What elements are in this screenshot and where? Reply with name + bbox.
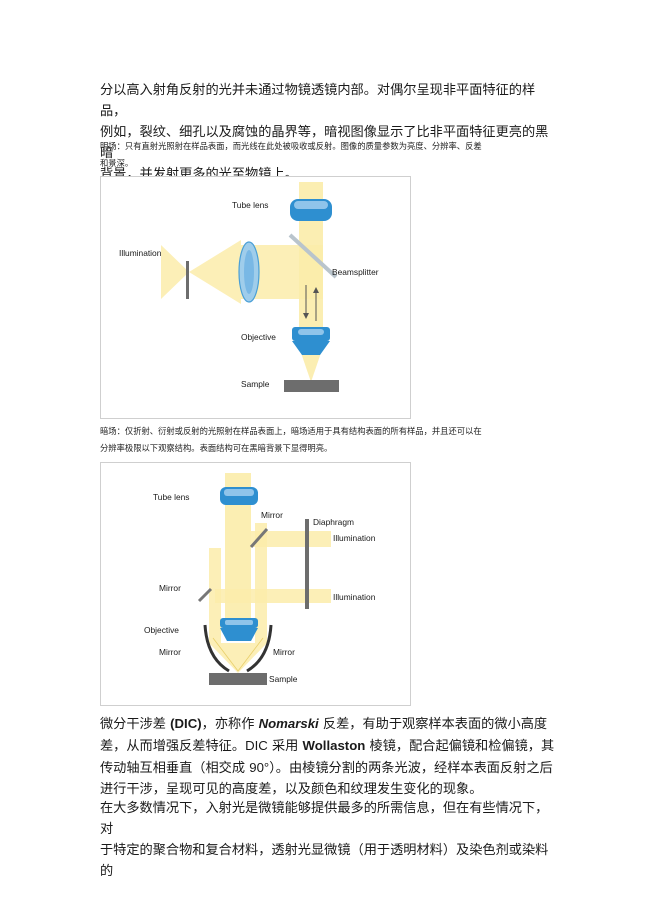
darkfield-diagram: Tube lens Mirror Diaphragm Illumination … (100, 462, 411, 706)
beam-arrow (313, 287, 319, 293)
nomarski-term: Nomarski (258, 716, 319, 731)
converging-beam (299, 347, 323, 382)
dic-text: 采用 (267, 739, 303, 754)
curved-mirror-left (203, 624, 230, 673)
illumination-beam (215, 589, 331, 603)
intro-line: 分以高入射角反射的光并未通过物镜透镜内部。对偶尔呈现非平面特征的样品， (100, 83, 536, 119)
dic-text: 差，从而增强反差特征。 (100, 739, 246, 754)
darkfield-note: 暗场：仅折射、衍射或反射的光照射在样品表面上，暗场适用于具有结构表面的所有样品，… (100, 423, 555, 456)
objective-lens (220, 628, 258, 641)
ring-beam (255, 523, 267, 643)
dic-text: 进行干涉，呈现可见的高度差，以及颜色和纹理发生变化的现象。 (100, 782, 483, 797)
beamsplitter-plate (288, 233, 338, 279)
sample-label: Sample (269, 674, 298, 684)
dic-text: ，亦称作 (201, 717, 259, 732)
mirror-label: Mirror (159, 647, 181, 657)
sample-label: Sample (241, 379, 270, 389)
mirror-label: Mirror (261, 510, 283, 520)
mirror-top (249, 528, 269, 548)
illumination-label: Illumination (333, 533, 376, 543)
aperture-diaphragm (186, 261, 189, 299)
tube-lens (294, 201, 328, 209)
illumination-label: Illumination (333, 592, 376, 602)
darkfield-diagram-svg: Tube lens Mirror Diaphragm Illumination … (144, 473, 376, 685)
mirror-left (197, 587, 213, 603)
intro-line: 例如，裂纹、细孔以及腐蚀的晶界等，暗视图像显示了比非平面特征更亮的黑暗 (100, 125, 549, 161)
tube-lens-label: Tube lens (232, 200, 268, 210)
sample-block (284, 380, 339, 392)
illumination-beam (161, 245, 189, 299)
brightfield-diagram: Tube lens Illumination Beamsplitter Obje… (100, 176, 411, 419)
sample-block (209, 673, 267, 685)
diaphragm-bar (305, 519, 309, 609)
diaphragm-label: Diaphragm (313, 517, 354, 527)
illumination-beam (189, 240, 241, 304)
dic-text: 反差，有助于观察样本表面的微小高度 (318, 717, 548, 732)
closing-line: 于特定的聚合物和复合材料，透射光显微镜（用于透明材料）及染色剂或染料的 (100, 843, 549, 879)
beamsplitter-label: Beamsplitter (332, 267, 379, 277)
dic-text: 传动轴互相垂直（相交成 (100, 761, 250, 776)
wollaston-term: Wollaston (302, 738, 366, 753)
objective-lens (225, 620, 253, 625)
illumination-label: Illumination (119, 248, 162, 258)
tube-lens-label: Tube lens (153, 492, 189, 502)
beam-ray (237, 637, 264, 672)
brightfield-diagram-svg: Tube lens Illumination Beamsplitter Obje… (119, 182, 379, 392)
note-line: 明场：只有直射光照射在样品表面，而光线在此处被吸收或反射。图像的质量参数为亮度、… (100, 141, 482, 151)
angle-value: 90° (249, 760, 270, 775)
intro-paragraph: 分以高入射角反射的光并未通过物镜透镜内部。对偶尔呈现非平面特征的样品， 例如，裂… (100, 80, 555, 185)
dic-text: 微分干涉差 (100, 717, 171, 732)
note-line: 暗场：仅折射、衍射或反射的光照射在样品表面上，暗场适用于具有结构表面的所有样品，… (100, 426, 482, 436)
objective-lens (292, 341, 330, 355)
beam-arrow (303, 313, 309, 319)
objective-label: Objective (241, 332, 276, 342)
mirror-label: Mirror (273, 647, 295, 657)
beam-ray (212, 637, 239, 672)
closing-line: 在大多数情况下，入射光是微镜能够提供最多的所需信息，但在有些情况下，对 (100, 801, 549, 837)
tube-lens (224, 489, 254, 496)
dic-paragraph: 微分干涉差 (DIC)，亦称作 Nomarski 反差，有助于观察样本表面的微小… (100, 713, 555, 800)
dic-text: ）。由棱镜分割的两条光波，经样本表面反射之后 (269, 761, 553, 776)
closing-paragraph: 在大多数情况下，入射光是微镜能够提供最多的所需信息，但在有些情况下，对 于特定的… (100, 798, 555, 882)
mirror-label: Mirror (159, 583, 181, 593)
converging-beam (209, 643, 267, 673)
illumination-beam (251, 531, 331, 547)
dic-text: 棱镜，配合起偏镜和检偏镜，其 (365, 739, 555, 754)
dic-term: (DIC) (170, 716, 202, 731)
objective-label: Objective (144, 625, 179, 635)
brightfield-note: 明场：只有直射光照射在样品表面，而光线在此处被吸收或反射。图像的质量参数为亮度、… (100, 138, 555, 171)
note-line: 分辨率极限以下观察结构。表面结构可在黑暗背景下显得明亮。 (100, 442, 333, 453)
note-line: 和景深。 (100, 157, 134, 168)
illumination-lens (244, 250, 254, 294)
dic-term: DIC (245, 738, 268, 753)
curved-mirror-right (246, 624, 273, 673)
objective-lens (298, 329, 324, 335)
